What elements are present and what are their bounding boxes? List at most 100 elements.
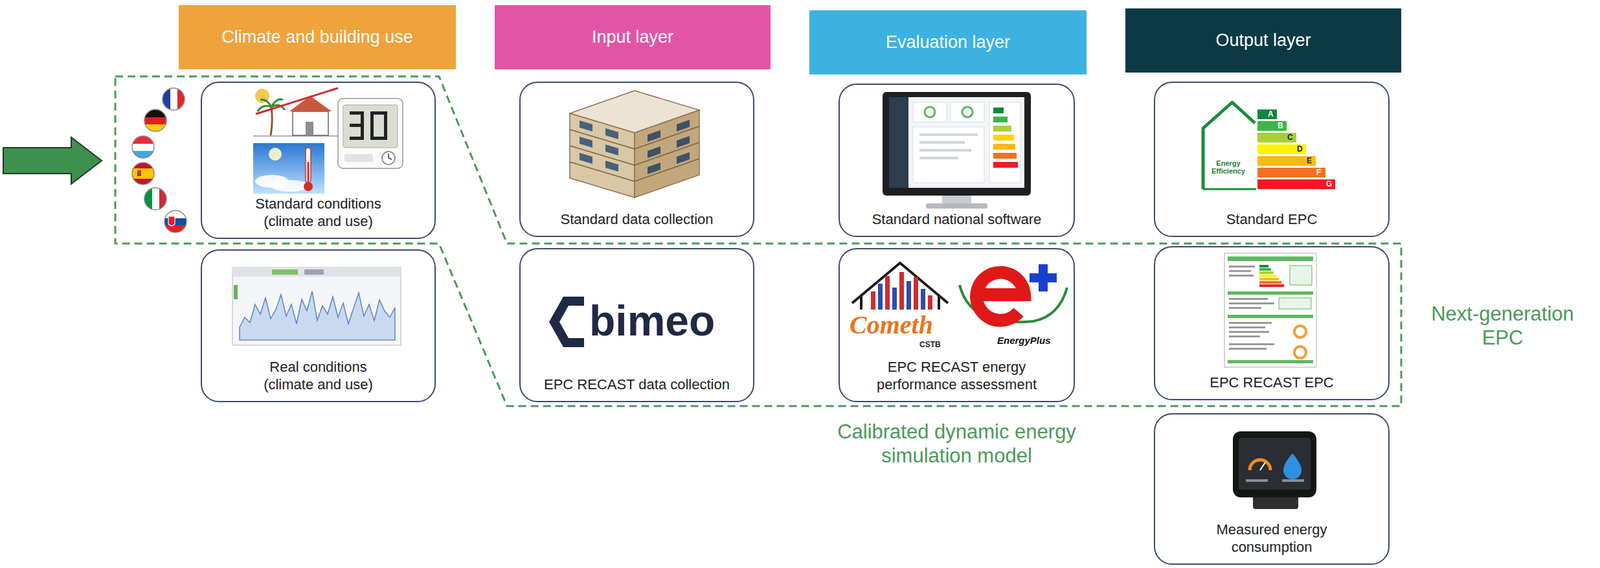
software-monitor-part (925, 203, 988, 209)
building-model-part (676, 135, 690, 148)
thermometer-device-part (338, 98, 403, 169)
logo-text: CSTB (919, 340, 941, 349)
box-label: Standard national software (872, 211, 1042, 228)
thermometer-device-part (349, 123, 364, 127)
software-monitor-part (989, 102, 1021, 183)
flag-luxembourg-part (132, 135, 155, 158)
cometh-logo-mark-part (885, 275, 890, 310)
flag-italy-part (144, 187, 167, 210)
flag-spain-part (132, 162, 155, 185)
cometh-logo-mark (852, 262, 948, 310)
entry-arrow (3, 137, 102, 184)
flag-france (162, 88, 185, 111)
climate-sketch-part (255, 88, 339, 114)
data-chart-screenshot-part (232, 267, 401, 346)
cometh-logo-mark-part (913, 277, 919, 310)
flag-slovakia-part (164, 210, 187, 233)
epc-document-thumbnail-part (1227, 291, 1314, 295)
sky-photo-part (303, 181, 313, 192)
sky-photo-part (270, 180, 310, 192)
energy-meter-display-part (1282, 479, 1305, 482)
software-monitor-part (950, 102, 985, 122)
energyplus-logo-mark-part (976, 272, 1025, 321)
header-text: Climate and building use (221, 26, 414, 48)
energy-label-icon-part (1257, 179, 1336, 190)
thermometer-device-part (344, 154, 373, 162)
box-label: Standard EPC (1226, 211, 1318, 228)
epc-document-thumbnail-part (1227, 256, 1314, 261)
energy-label-icon-part (1257, 121, 1287, 131)
epc-document-thumbnail (1224, 253, 1317, 368)
software-monitor-part (919, 148, 972, 152)
box-label: Real conditions (climate and use) (253, 358, 384, 394)
thermometer-device-part (349, 136, 364, 140)
epc-document-thumbnail-part (1224, 253, 1317, 368)
flag-germany-part (144, 109, 167, 132)
thermometer-device-part (343, 104, 398, 148)
layer-header: Input layer (494, 5, 771, 70)
flag-slovakia-part-part (164, 218, 187, 226)
building-model-part (605, 144, 619, 156)
epc-document-thumbnail-part (1259, 277, 1279, 281)
process-box: EPC RECAST EPC (1153, 246, 1390, 401)
flag-spain-part-part (137, 170, 142, 177)
software-monitor-part (942, 195, 972, 204)
software-monitor-part (993, 125, 1012, 132)
layer-header: Evaluation layer (809, 10, 1087, 75)
software-monitor-part (993, 152, 1017, 159)
software-monitor-part (919, 133, 978, 136)
epc-document-thumbnail-part (1289, 265, 1312, 285)
flag-france-part (162, 88, 185, 111)
flag-italy (144, 187, 167, 210)
flag-france-part (162, 88, 185, 111)
energy-label-text: Energy Efficiency (1206, 159, 1250, 175)
rating-letter: E (1306, 156, 1312, 166)
rating-letter: C (1287, 132, 1294, 143)
box-label: Standard data collection (560, 211, 713, 228)
header-text: Input layer (591, 26, 674, 48)
flag-germany-part-part (144, 117, 167, 125)
energy-meter-display-part (1238, 437, 1311, 490)
flag-france-part-part (170, 88, 178, 111)
flag-spain-part-part (132, 168, 155, 179)
energy-label-icon (1203, 102, 1336, 190)
software-monitor-part (962, 106, 973, 118)
energy-meter-display (1232, 431, 1317, 509)
process-box: Standard conditions (climate and use) (200, 81, 436, 239)
building-model-part (605, 160, 619, 172)
sky-photo-part (268, 147, 282, 161)
box-label: Standard conditions (climate and use) (244, 195, 394, 230)
energy-meter-display-part (1283, 453, 1302, 480)
software-monitor-part (993, 107, 1004, 114)
epc-document-thumbnail-part (1228, 306, 1262, 309)
data-chart-screenshot-part (239, 339, 397, 341)
rating-letter: D (1296, 144, 1303, 155)
data-chart-screenshot-part (233, 284, 238, 300)
bimeo-logo-mark-part (549, 296, 585, 348)
thermometer-device-part (383, 111, 388, 140)
sky-photo-part (253, 143, 325, 194)
software-monitor-part (919, 156, 959, 160)
thermometer-device (338, 98, 403, 169)
epc-document-thumbnail-part (1259, 264, 1269, 268)
flag-luxembourg (132, 135, 155, 158)
flag-luxembourg-part-part (132, 135, 155, 144)
software-monitor-part (993, 161, 1018, 168)
epc-document-thumbnail-part (1227, 360, 1314, 364)
data-chart-screenshot-part (239, 291, 395, 340)
flag-germany-part (144, 109, 167, 132)
energyplus-logo-mark (959, 264, 1068, 322)
flag-slovakia-part (164, 210, 187, 233)
annotation-text: Calibrated dynamic energy simulation mod… (802, 419, 1111, 468)
epc-document-thumbnail-part (1278, 297, 1312, 309)
logo-text: Cometh (849, 312, 934, 339)
energy-meter-display-part (1249, 459, 1271, 471)
epc-document-thumbnail-part (1259, 268, 1272, 271)
building-model-part (579, 136, 593, 148)
epc-document-thumbnail-part (1259, 281, 1282, 284)
dashed-outline (115, 76, 1402, 406)
flag-slovakia-part-part (164, 210, 187, 219)
climate-sketch-part (292, 111, 329, 136)
energy-label-icon-part (1257, 167, 1326, 178)
